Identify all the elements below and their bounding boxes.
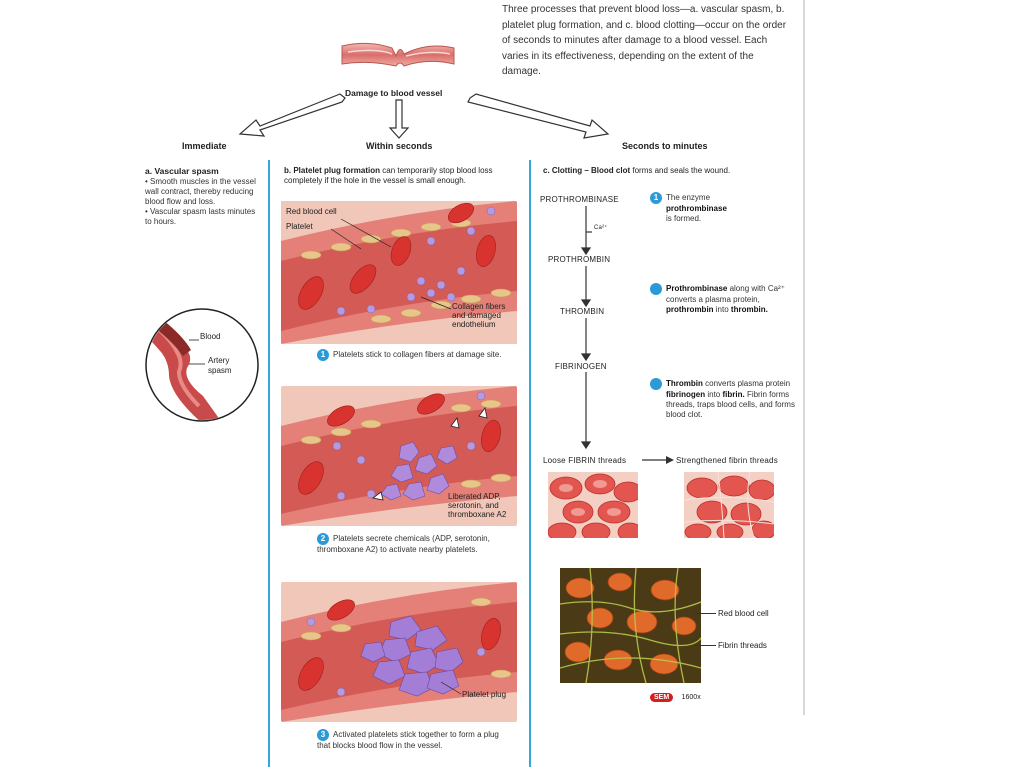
step-2-badge: 2 — [317, 533, 329, 545]
sem-badge: SEM — [650, 693, 673, 702]
fibrin-arrow — [640, 455, 676, 465]
clotting-step-1: 1 The enzyme prothrombinase is formed. — [650, 192, 780, 224]
clotting-title: c. Clotting – — [543, 166, 589, 175]
page-divider — [803, 0, 805, 715]
clot-step-3-b: converts plasma protein — [705, 379, 790, 388]
sem-label-fibrin: Fibrin threads — [718, 641, 767, 650]
label-collagen-fibers: Collagen fibers and damaged endothelium — [452, 302, 514, 329]
label-platelet-plug: Platelet plug — [462, 690, 506, 699]
rbc-leader-line — [694, 613, 716, 614]
clot-step-1-a: The enzyme — [666, 193, 710, 202]
platelet-step-3-text: Activated platelets stick together to fo… — [317, 730, 499, 750]
clot-step-3-d: into — [707, 390, 720, 399]
clotting-title-rest: forms and seals the wound. — [632, 166, 730, 175]
clotting-heading: c. Clotting – Blood clot forms and seals… — [543, 166, 793, 175]
timing-within-seconds: Within seconds — [366, 141, 432, 151]
clot-step-3-c: fibrinogen — [666, 390, 705, 399]
vascular-spasm-section: a. Vascular spasm • Smooth muscles in th… — [145, 166, 260, 227]
damaged-vessel-image — [338, 36, 458, 70]
clot-step-2-a: Prothrombinase — [666, 284, 727, 293]
platelet-plug-title: b. Platelet plug formation — [284, 166, 380, 175]
clot-step-2-badge: 2 — [650, 283, 662, 295]
clotting-title-bold: Blood clot — [591, 166, 630, 175]
artery-spasm-label: Artery spasm — [208, 356, 248, 376]
platelet-step-2-text: Platelets secrete chemicals (ADP, seroto… — [317, 534, 490, 554]
branch-arrows — [230, 92, 620, 148]
clot-step-2-d: into — [716, 305, 729, 314]
platelet-plug-heading: b. Platelet plug formation can temporari… — [284, 166, 509, 186]
clot-step-3-a: Thrombin — [666, 379, 703, 388]
spasm-bullet-2: • Vascular spasm lasts minutes to hours. — [145, 207, 260, 227]
platelet-panel-3 — [281, 582, 517, 722]
timing-immediate: Immediate — [182, 141, 227, 151]
step-1-badge: 1 — [317, 349, 329, 361]
fibrin-leader-line — [694, 645, 716, 646]
label-platelet: Platelet — [286, 222, 313, 231]
clot-step-1-b: prothrombinase — [666, 204, 727, 213]
strengthened-fibrin-image — [684, 472, 774, 538]
clot-step-2-e: thrombin. — [731, 305, 768, 314]
column-divider-left — [268, 160, 270, 767]
clot-step-2-c: prothrombin — [666, 305, 714, 314]
loose-fibrin-label: Loose FIBRIN threads — [543, 456, 626, 465]
sem-label-rbc: Red blood cell — [718, 609, 769, 618]
label-liberated-chemicals: Liberated ADP, serotonin, and thromboxan… — [448, 492, 514, 519]
clot-step-3-badge: 3 — [650, 378, 662, 390]
loose-fibrin-image — [548, 472, 638, 538]
sem-magnification: 1600x — [682, 694, 701, 701]
vascular-spasm-title: a. Vascular spasm — [145, 166, 260, 176]
clot-step-1-c: is formed. — [666, 214, 701, 223]
platelet-step-1-text: Platelets stick to collagen fibers at da… — [333, 350, 502, 359]
strengthened-fibrin-label: Strengthened fibrin threads — [676, 456, 778, 465]
step-3-badge: 3 — [317, 729, 329, 741]
clotting-step-3: 3 Thrombin converts plasma protein fibrin… — [650, 378, 800, 420]
clotting-cascade-arrows — [576, 204, 606, 454]
blood-label: Blood — [200, 332, 220, 341]
clot-step-3-e: fibrin. — [722, 390, 744, 399]
clot-step-1-badge: 1 — [650, 192, 662, 204]
chain-prothrombinase: PROTHROMBINASE — [540, 195, 619, 204]
label-red-blood-cell: Red blood cell — [286, 207, 337, 216]
spasm-bullet-1: • Smooth muscles in the vessel wall cont… — [145, 177, 260, 207]
column-divider-right — [529, 160, 531, 767]
timing-seconds-to-minutes: Seconds to minutes — [622, 141, 708, 151]
intro-text: Three processes that prevent blood loss—… — [502, 2, 792, 80]
sem-micrograph — [560, 568, 701, 683]
sem-scale: SEM 1600x — [650, 686, 701, 704]
platelet-step-1: 1 Platelets stick to collagen fibers at d… — [317, 349, 507, 361]
